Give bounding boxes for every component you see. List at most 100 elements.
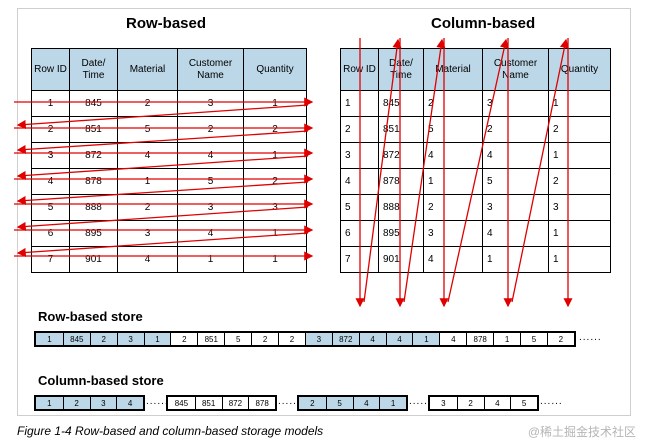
column-store-cell: 4 — [352, 397, 380, 409]
row-store-cell: 872 — [331, 333, 359, 345]
row-store-cell: 878 — [466, 333, 493, 345]
figure-caption: Figure 1-4 Row-based and column-based st… — [17, 424, 324, 438]
row-store-cell: 1 — [412, 333, 440, 345]
col-cell-customer-name: 4 — [482, 142, 549, 169]
column-scan-return-arrow — [511, 38, 569, 303]
column-store-cell: 4 — [483, 397, 511, 409]
watermark: @稀土掘金技术社区 — [527, 425, 636, 439]
row-cell-material: 2 — [117, 90, 178, 117]
row-store-cell: 3 — [116, 333, 144, 345]
column-store-cell: 1 — [36, 397, 63, 409]
col-cell-customer-name: 1 — [482, 246, 549, 273]
figure-frame — [17, 8, 631, 416]
col-cell-date-time: 845 — [378, 90, 424, 117]
column-store-ellipsis: ...... — [409, 396, 432, 407]
col-header-customer-name: Customer Name — [482, 48, 549, 91]
row-store-cell: 2 — [170, 333, 197, 345]
column-store-cell: 5 — [510, 397, 537, 409]
row-store-cell: 2 — [278, 333, 305, 345]
row-header-customer-name: Customer Name — [177, 48, 244, 91]
row-cell-material: 4 — [117, 142, 178, 169]
row-cell-customer-name: 1 — [177, 246, 244, 273]
column-store-cell: 2 — [456, 397, 484, 409]
col-cell-material: 3 — [423, 220, 483, 247]
row-cell-date-time: 845 — [69, 90, 118, 117]
row-scan-return-arrow — [16, 206, 309, 232]
col-cell-date-time: 901 — [378, 246, 424, 273]
col-cell-customer-name: 2 — [482, 116, 549, 143]
row-store-cell: 3 — [304, 333, 332, 345]
column-store-cell: 3 — [441, 398, 446, 408]
col-cell-quantity: 3 — [548, 194, 611, 221]
column-store-label: Column-based store — [38, 373, 164, 388]
row-scan-return-arrow — [16, 181, 309, 206]
row-cell-quantity: 1 — [243, 90, 307, 117]
row-scan-return-arrow — [16, 155, 309, 181]
col-cell-quantity: 1 — [548, 142, 611, 169]
row-store-ellipsis: ...... — [579, 332, 602, 343]
row-store-cell: 851 — [197, 333, 224, 345]
col-cell-customer-name: 4 — [482, 220, 549, 247]
row-store-cell: 2 — [251, 333, 278, 345]
col-cell-quantity: 1 — [548, 246, 611, 273]
row-based-title: Row-based — [126, 15, 207, 32]
row-cell-date-time: 901 — [69, 246, 118, 273]
row-store-cell: 2 — [546, 333, 574, 345]
row-cell-customer-name: 3 — [177, 194, 244, 221]
col-cell-date-time: 895 — [378, 220, 424, 247]
row-store-cell: 5 — [224, 333, 251, 345]
row-store-cell: 4 — [358, 333, 386, 345]
column-store-ellipsis: ...... — [146, 396, 169, 407]
column-store-cell: 2 — [62, 397, 90, 409]
col-cell-quantity: 1 — [548, 220, 611, 247]
row-cell-quantity: 2 — [243, 168, 307, 195]
row-store-cell: 1 — [36, 333, 63, 345]
row-store-cell: 4 — [385, 333, 413, 345]
row-scan-return-arrow — [16, 130, 309, 155]
col-cell-material: 1 — [423, 168, 483, 195]
col-header-material: Material — [423, 48, 483, 91]
row-scan-return-arrow — [16, 232, 309, 258]
row-store-label: Row-based store — [38, 309, 143, 324]
row-store-cell: 1 — [493, 333, 520, 345]
row-store-cell: 5 — [520, 333, 547, 345]
column-store-cell: 878 — [248, 397, 275, 409]
row-store-cell: 1 — [143, 333, 171, 345]
row-cell-quantity: 1 — [243, 142, 307, 169]
column-scan-return-arrow — [403, 38, 446, 303]
col-header-quantity: Quantity — [548, 48, 611, 91]
column-store-cell: 3 — [89, 397, 117, 409]
row-header-quantity: Quantity — [243, 48, 307, 91]
row-cell-customer-name: 4 — [177, 220, 244, 247]
row-header-row-id: Row ID — [31, 48, 70, 91]
row-header-material: Material — [117, 48, 178, 91]
row-cell-material: 5 — [117, 116, 178, 143]
column-store-ellipsis: ...... — [540, 396, 563, 407]
column-store-cell: 4 — [116, 397, 143, 409]
column-store-cell: 5 — [325, 397, 353, 409]
col-cell-material: 2 — [423, 194, 483, 221]
col-cell-quantity: 2 — [548, 116, 611, 143]
column-store-cell: 851 — [194, 397, 222, 409]
column-store-ellipsis: ...... — [278, 396, 301, 407]
col-header-date-time: Date/ Time — [378, 48, 424, 91]
column-store-cell: 845 — [174, 398, 189, 408]
col-cell-customer-name: 3 — [482, 194, 549, 221]
row-cell-date-time: 888 — [69, 194, 118, 221]
row-scan-return-arrow — [16, 104, 309, 130]
col-cell-material: 4 — [423, 142, 483, 169]
col-cell-material: 4 — [423, 246, 483, 273]
column-store-cell: 1 — [379, 397, 406, 409]
